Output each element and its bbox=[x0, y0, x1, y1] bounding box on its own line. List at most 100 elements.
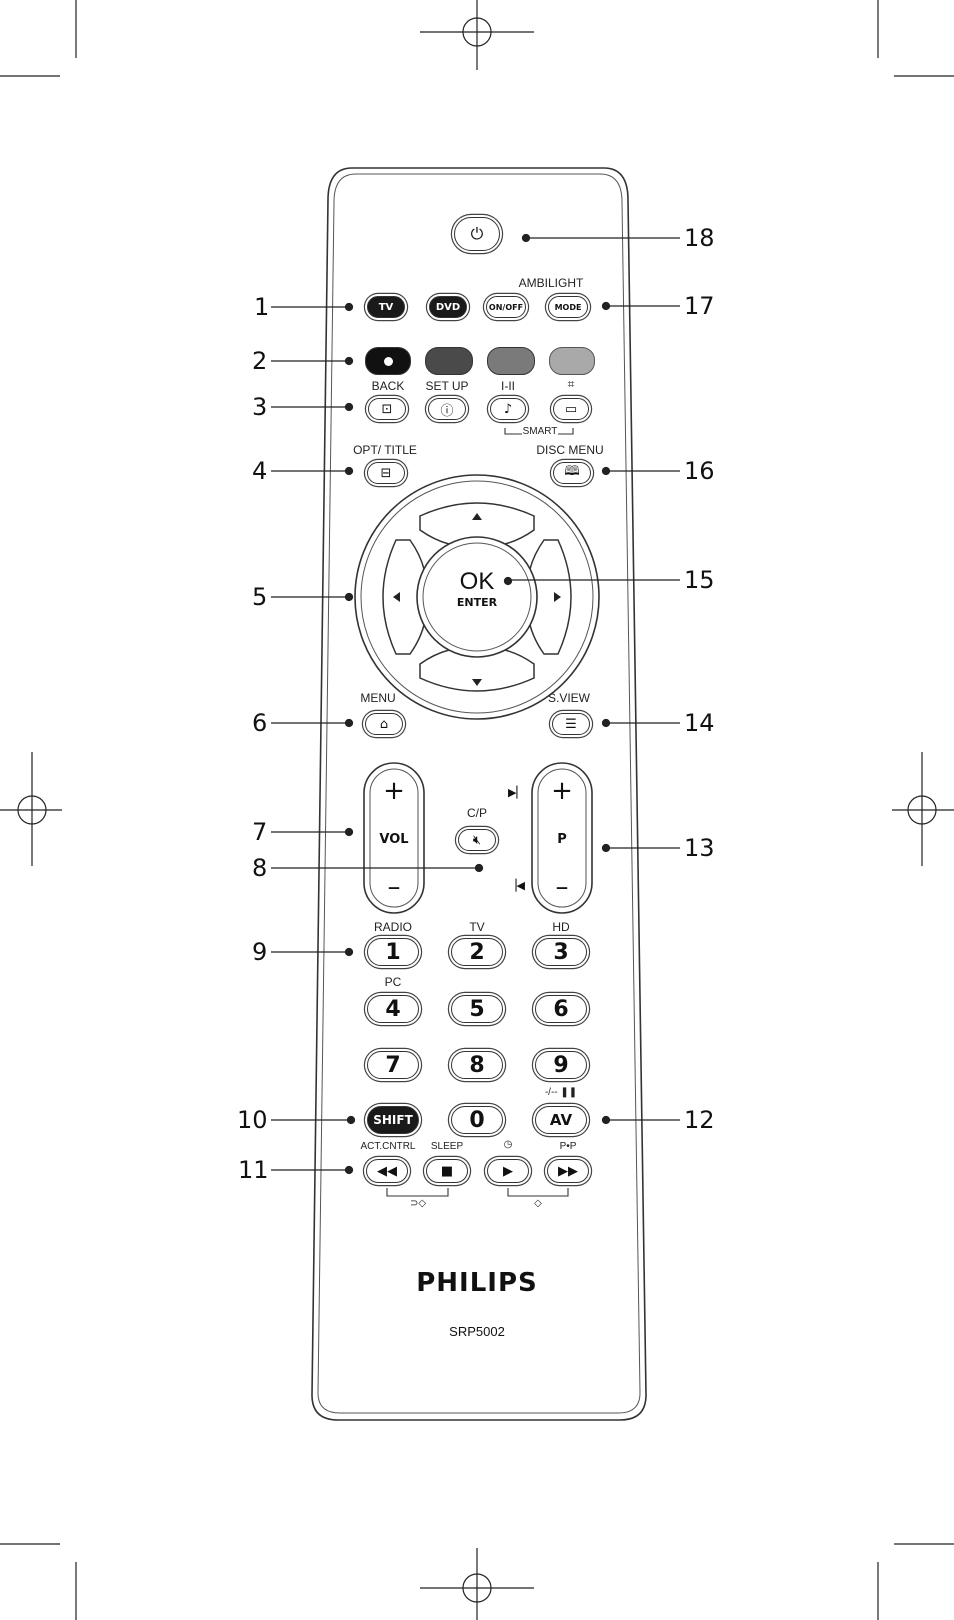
pip-label: P•P bbox=[560, 1141, 577, 1152]
callout-3: 3 bbox=[252, 393, 267, 421]
disc-menu-label: DISC MENU bbox=[536, 443, 603, 457]
yellow-color-key[interactable] bbox=[487, 347, 535, 375]
play-button[interactable]: ▶ bbox=[487, 1159, 529, 1183]
power-icon: ⏻ bbox=[471, 224, 484, 244]
dvd-button[interactable]: DVD bbox=[429, 296, 467, 318]
stop-button[interactable]: ■ bbox=[426, 1159, 468, 1183]
setup-button[interactable]: ⓘ bbox=[428, 398, 466, 420]
digit-8-button[interactable]: 8 bbox=[451, 1051, 503, 1079]
callout-1: 1 bbox=[254, 293, 269, 321]
back-icon: ⊡ bbox=[382, 402, 393, 417]
blue-color-key[interactable] bbox=[549, 347, 595, 375]
hd-label: HD bbox=[552, 920, 569, 934]
i-ii-label: I-II bbox=[501, 379, 515, 393]
digit-1-button[interactable]: 1 bbox=[367, 938, 419, 966]
callout-8: 8 bbox=[252, 854, 267, 882]
mute-button[interactable]: 🔇︎ bbox=[458, 829, 496, 851]
digit-6-button[interactable]: 6 bbox=[535, 995, 587, 1023]
info-plus-icon: ⓘ bbox=[440, 400, 453, 419]
callout-17: 17 bbox=[684, 292, 715, 320]
clock-icon: ◷ bbox=[504, 1139, 513, 1150]
digit-0-button[interactable]: 0 bbox=[451, 1106, 503, 1134]
tv-button[interactable]: TV bbox=[367, 296, 405, 318]
menu-button[interactable]: ⌂ bbox=[365, 713, 403, 735]
nav-up-button[interactable] bbox=[430, 500, 524, 542]
setup-label: SET UP bbox=[425, 379, 468, 393]
play-icon: ▶ bbox=[503, 1164, 513, 1179]
vol-label: VOL bbox=[370, 832, 418, 847]
enter-arrow-icon: ◇ bbox=[534, 1198, 542, 1209]
fast-forward-button[interactable]: ▶▶ bbox=[547, 1159, 589, 1183]
act-cntrl-label: ACT.CNTRL bbox=[360, 1141, 415, 1152]
nav-left-button[interactable] bbox=[374, 550, 420, 644]
book-icon: 🕮 bbox=[564, 462, 579, 484]
ambilight-mode-button[interactable]: MODE bbox=[548, 296, 588, 318]
digit-2-button[interactable]: 2 bbox=[451, 938, 503, 966]
callout-7: 7 bbox=[252, 818, 267, 846]
callout-11: 11 bbox=[238, 1156, 269, 1184]
opt-title-button[interactable]: ⊟ bbox=[367, 462, 405, 484]
green-color-key[interactable] bbox=[425, 347, 473, 375]
digit-4-button[interactable]: 4 bbox=[367, 995, 419, 1023]
callout-12: 12 bbox=[684, 1106, 715, 1134]
tv-source-label: TV bbox=[469, 920, 484, 934]
next-track-icon: ▶▏ bbox=[508, 786, 525, 799]
sview-button[interactable]: ☰ bbox=[552, 713, 590, 735]
callout-15: 15 bbox=[684, 566, 715, 594]
nav-right-button[interactable] bbox=[534, 550, 580, 644]
fast-forward-icon: ▶▶ bbox=[558, 1164, 578, 1179]
callout-6: 6 bbox=[252, 709, 267, 737]
format-label-icon: ⌗ bbox=[568, 377, 575, 392]
menu-label: MENU bbox=[360, 691, 395, 705]
ambilight-label: AMBILIGHT bbox=[519, 276, 584, 290]
power-button[interactable]: ⏻ bbox=[454, 217, 500, 251]
picture-format-button[interactable]: ▭ bbox=[553, 398, 589, 420]
p-label: P bbox=[538, 832, 586, 847]
channel-down-button[interactable]: – bbox=[538, 872, 586, 902]
back-label: BACK bbox=[372, 379, 405, 393]
volume-down-button[interactable]: – bbox=[370, 872, 418, 902]
digit-7-button[interactable]: 7 bbox=[367, 1051, 419, 1079]
brand-logo: PHILIPS bbox=[377, 1268, 577, 1298]
enter-label: ENTER bbox=[427, 596, 527, 609]
callout-2: 2 bbox=[252, 347, 267, 375]
back-button[interactable]: ⊡ bbox=[368, 398, 406, 420]
stop-icon: ■ bbox=[441, 1164, 453, 1179]
av-button[interactable]: AV bbox=[535, 1106, 587, 1134]
sound-mode-button[interactable]: ♪ bbox=[490, 398, 526, 420]
callout-5: 5 bbox=[252, 583, 267, 611]
callout-4: 4 bbox=[252, 457, 267, 485]
callout-10: 10 bbox=[237, 1106, 268, 1134]
rewind-icon: ◀◀ bbox=[377, 1164, 397, 1179]
callout-13: 13 bbox=[684, 834, 715, 862]
opt-title-label: OPT/ TITLE bbox=[353, 443, 417, 457]
cp-label: C/P bbox=[467, 806, 487, 820]
rewind-button[interactable]: ◀◀ bbox=[366, 1159, 408, 1183]
disc-menu-button[interactable]: 🕮 bbox=[553, 462, 591, 484]
swap-icon: ⊃◇ bbox=[410, 1198, 426, 1209]
shift-button[interactable]: SHIFT bbox=[367, 1106, 419, 1134]
volume-up-button[interactable]: + bbox=[370, 776, 418, 806]
red-color-key[interactable] bbox=[365, 347, 411, 375]
digit-9-button[interactable]: 9 bbox=[535, 1051, 587, 1079]
digit-3-button[interactable]: 3 bbox=[535, 938, 587, 966]
channel-up-button[interactable]: + bbox=[538, 776, 586, 806]
sleep-label: SLEEP bbox=[431, 1141, 463, 1152]
dot-icon bbox=[384, 357, 393, 366]
digit-5-button[interactable]: 5 bbox=[451, 995, 503, 1023]
callout-18: 18 bbox=[684, 224, 715, 252]
list-icon: ☰ bbox=[565, 717, 577, 732]
music-note-icon: ♪ bbox=[504, 402, 512, 417]
ok-enter-button[interactable]: OK ENTER bbox=[427, 570, 527, 630]
model-number: SRP5002 bbox=[377, 1324, 577, 1339]
options-icon: ⊟ bbox=[381, 466, 392, 481]
sview-label: S.VIEW bbox=[548, 691, 590, 705]
nav-down-button[interactable] bbox=[430, 652, 524, 694]
callout-16: 16 bbox=[684, 457, 715, 485]
home-icon: ⌂ bbox=[380, 717, 388, 732]
ambilight-onoff-button[interactable]: ON/OFF bbox=[486, 296, 526, 318]
callout-14: 14 bbox=[684, 709, 715, 737]
radio-label: RADIO bbox=[374, 920, 412, 934]
callout-9: 9 bbox=[252, 938, 267, 966]
ok-label: OK bbox=[427, 570, 527, 594]
